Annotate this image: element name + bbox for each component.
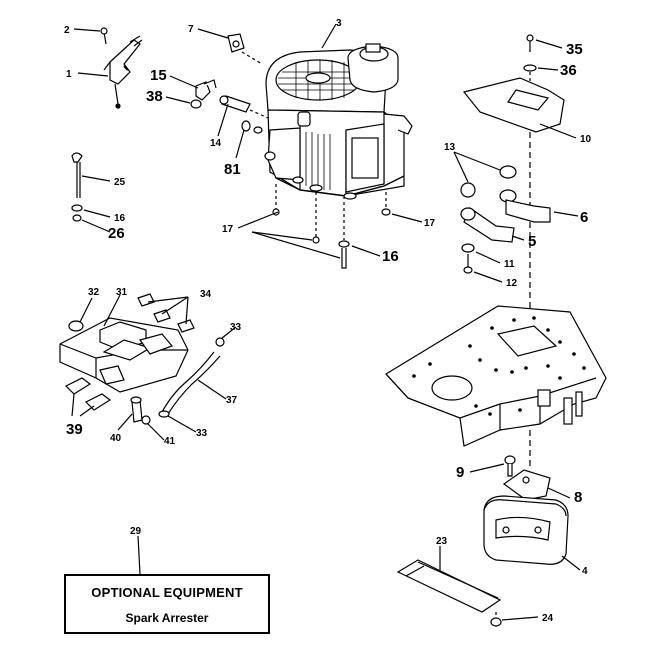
callout-17b: 17 — [424, 218, 436, 229]
breather-tube — [130, 337, 225, 425]
callout-25: 25 — [114, 177, 126, 188]
heat-shield — [462, 34, 565, 310]
callout-33b: 33 — [196, 428, 208, 439]
callout-7: 7 — [188, 24, 194, 35]
callout-8: 8 — [574, 489, 582, 506]
exhaust-pipes — [460, 165, 551, 274]
callout-24: 24 — [542, 613, 554, 624]
callout-35: 35 — [566, 41, 583, 58]
callout-29: 29 — [130, 526, 142, 537]
callout-41: 41 — [164, 436, 176, 447]
spark-arrester-label: Spark Arrester — [125, 611, 209, 625]
callout-10: 10 — [580, 134, 592, 145]
muffler-assembly — [483, 430, 569, 565]
callout-12: 12 — [506, 278, 518, 289]
throttle-control — [100, 27, 143, 109]
callout-39: 39 — [66, 421, 83, 438]
part-7 — [227, 33, 263, 65]
callout-16b: 16 — [382, 248, 399, 265]
callout-81: 81 — [224, 161, 241, 178]
callout-36: 36 — [560, 62, 577, 79]
callout-13: 13 — [444, 142, 456, 153]
callout-32: 32 — [88, 287, 100, 298]
engine-bolts — [272, 184, 391, 269]
callout-6: 6 — [580, 209, 588, 226]
callout-9: 9 — [456, 464, 464, 481]
callout-17a: 17 — [222, 224, 234, 235]
optional-equipment-title: OPTIONAL EQUIPMENT — [91, 585, 243, 600]
callout-34: 34 — [200, 289, 212, 300]
callout-23: 23 — [436, 536, 448, 547]
callout-26: 26 — [108, 225, 125, 242]
air-filter-group — [59, 293, 195, 411]
callout-37: 37 — [226, 395, 238, 406]
callout-5: 5 — [528, 233, 536, 250]
fuel-fittings — [190, 79, 269, 134]
engine — [264, 43, 413, 200]
optional-equipment-box: OPTIONAL EQUIPMENT Spark Arrester — [64, 574, 270, 634]
callout-11: 11 — [504, 259, 515, 270]
callout-2: 2 — [64, 25, 70, 36]
callout-15: 15 — [150, 67, 167, 84]
callout-40: 40 — [110, 433, 122, 444]
callout-14: 14 — [210, 138, 222, 149]
callout-3: 3 — [336, 18, 342, 29]
callout-4: 4 — [582, 566, 588, 577]
engine-mount-plate — [385, 305, 607, 447]
dipstick-and-hardware — [71, 152, 83, 222]
callout-31: 31 — [116, 287, 128, 298]
callout-38: 38 — [146, 88, 163, 105]
callout-labels: 2 1 3 7 15 38 14 81 25 16 26 17 17 16 35… — [64, 18, 592, 624]
callout-33a: 33 — [230, 322, 242, 333]
callout-1: 1 — [66, 69, 72, 80]
spark-arrester-screen — [396, 559, 502, 627]
callout-16a: 16 — [114, 213, 126, 224]
